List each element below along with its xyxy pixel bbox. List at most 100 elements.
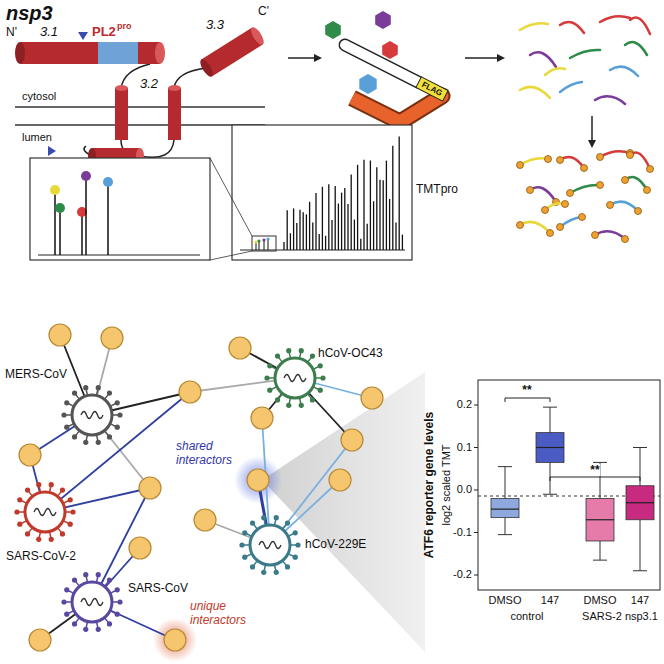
virus-node: hCoV-229E — [305, 538, 369, 552]
virus-spike — [115, 400, 120, 405]
terminus-label: C' — [258, 5, 269, 19]
box-plot — [626, 486, 654, 520]
interactor-node — [361, 387, 383, 409]
virus-spike — [117, 599, 122, 604]
whisker-cap — [633, 570, 647, 571]
interactor-node — [247, 469, 269, 491]
spectrum-peak — [402, 235, 403, 250]
peptide — [530, 187, 556, 202]
spectrum-peak — [299, 210, 300, 250]
virus-spike — [17, 522, 22, 527]
significance-mark: ** — [589, 464, 600, 476]
virus-spike — [242, 555, 247, 560]
interactor-node — [49, 324, 71, 346]
spectrum-peak — [373, 201, 374, 250]
peptide — [560, 82, 582, 92]
virus-spike — [72, 578, 77, 583]
spectrum-peak — [347, 204, 348, 250]
virus-spike — [49, 537, 54, 542]
tick-label: 0.2 — [457, 398, 472, 411]
virus-spike — [320, 375, 325, 380]
median-line — [586, 519, 614, 520]
virus-spike — [60, 531, 65, 536]
reporter-peak — [264, 241, 265, 250]
spectrum-peak — [376, 167, 377, 250]
virus-spike — [274, 570, 279, 575]
reporter-dot — [266, 237, 269, 240]
whisker-cap — [498, 534, 512, 535]
virus-spike — [286, 403, 291, 408]
step-label: TMTpro — [416, 183, 458, 197]
virus-spike — [261, 515, 266, 520]
domain-label: pro — [117, 21, 132, 31]
tmt-tag — [607, 202, 614, 209]
axis-title: ATF6 reporter gene levels — [423, 412, 437, 559]
virus-spike — [310, 397, 315, 402]
virus-genome — [81, 599, 103, 606]
tmt-tag — [562, 201, 569, 208]
virus-spike — [25, 531, 30, 536]
peptide — [600, 151, 630, 157]
tmt-tag — [647, 166, 654, 173]
spectrum-peak — [360, 239, 361, 250]
reporter-peak — [59, 208, 61, 255]
whisker-cap — [593, 462, 607, 463]
virus-spike — [107, 578, 112, 583]
group-label: 147 — [631, 594, 649, 607]
title: nsp3 — [6, 2, 53, 25]
spectrum-peak — [322, 187, 323, 250]
axis-tick — [474, 405, 478, 406]
virus-spike — [117, 412, 122, 417]
interactor-node — [251, 407, 273, 429]
spectrum-peak — [315, 193, 316, 250]
peptide — [520, 87, 550, 98]
virus-spike — [239, 542, 244, 547]
peptide — [530, 52, 556, 67]
spectrum-peak — [351, 175, 352, 250]
spectrum-peak — [383, 180, 384, 250]
peptide — [520, 23, 548, 30]
reporter-dot — [81, 171, 91, 181]
reporter-peak — [107, 182, 109, 255]
spectrum-peak — [290, 233, 291, 250]
tmt-tag — [527, 187, 534, 194]
significance-bracket — [550, 477, 640, 481]
virus-spike — [107, 391, 112, 396]
tmt-tag — [517, 222, 524, 229]
virus-spike — [68, 497, 73, 502]
peptide — [560, 22, 584, 33]
virus-spike — [36, 537, 41, 542]
peptide — [595, 96, 625, 104]
virus-spike — [274, 515, 279, 520]
tmt-tag — [622, 236, 629, 243]
interactor-hexagon — [382, 41, 398, 59]
reporter-peak — [85, 176, 87, 255]
virus-spike — [61, 599, 66, 604]
peptide — [570, 50, 600, 58]
virus-spike — [64, 612, 69, 617]
whisker-cap — [498, 466, 512, 467]
tmt-tag — [622, 177, 629, 184]
virus-spike — [250, 564, 255, 569]
spectrum-peak — [283, 242, 284, 250]
virus-spike — [72, 621, 77, 626]
spectrum-peak — [328, 184, 329, 250]
spectrum-peak — [287, 210, 288, 250]
median-line — [536, 447, 564, 448]
spectrum-peak — [331, 220, 332, 250]
virus-name: hCoV-229E — [305, 538, 369, 552]
spectrum-peak — [319, 234, 320, 250]
spectrum-peak — [367, 224, 368, 250]
peptide — [600, 16, 630, 22]
spectrum-peak — [338, 204, 339, 250]
interactor-node — [329, 469, 351, 491]
virus-spike — [70, 509, 75, 514]
spectrum-peak — [357, 165, 358, 250]
interactor-hexagon — [375, 11, 391, 29]
virus-spike — [275, 397, 280, 402]
tmt-tag — [567, 190, 574, 197]
virus-spike — [25, 488, 30, 493]
peptide — [570, 185, 600, 193]
tick-label: -0.2 — [453, 568, 472, 581]
reporter-dot — [55, 203, 65, 213]
